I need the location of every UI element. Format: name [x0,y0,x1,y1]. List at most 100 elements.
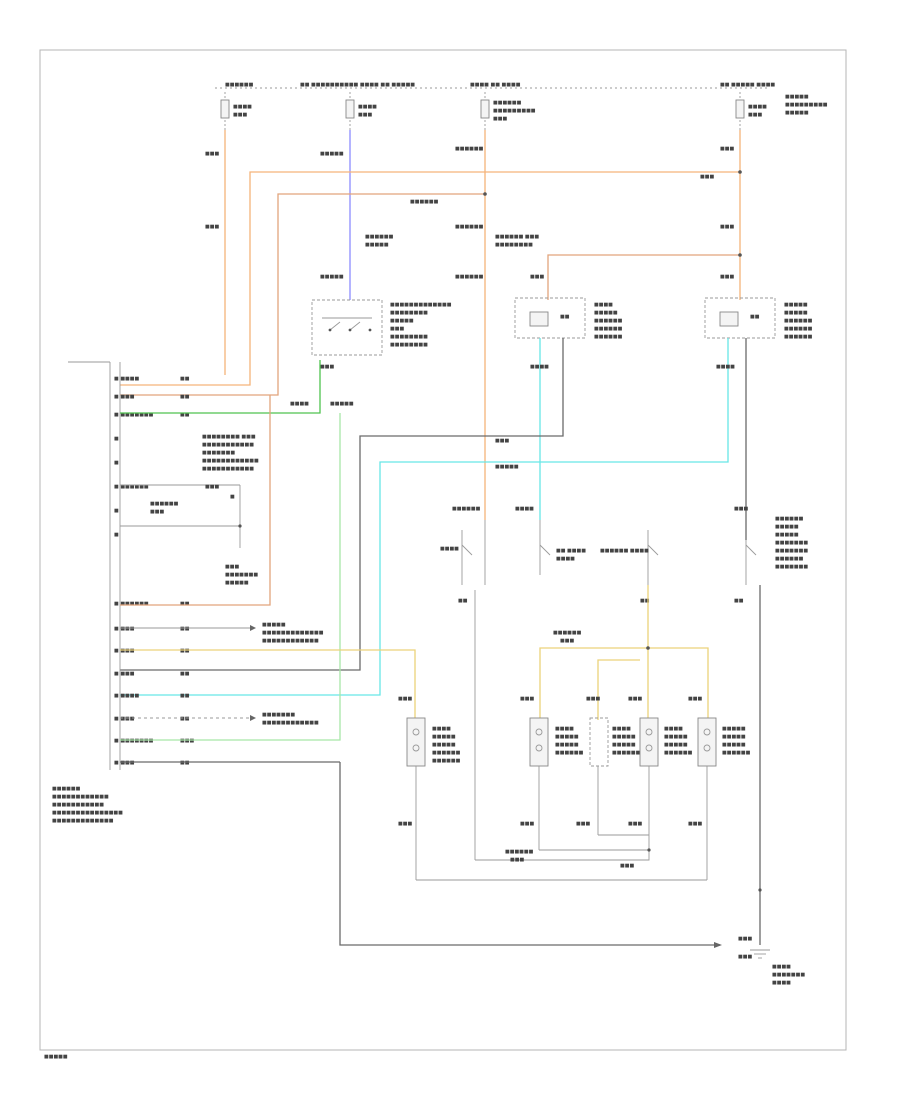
svg-text:■■ ■■■■■■■■■■ ■■■■ ■■ ■■■■■: ■■ ■■■■■■■■■■ ■■■■ ■■ ■■■■■ [300,82,415,88]
svg-text:■■■: ■■■ [576,821,590,827]
svg-text:■■■■■■■: ■■■■■■■ [202,450,235,456]
svg-text:■■■■■■■■ ■■■: ■■■■■■■■ ■■■ [202,434,256,440]
svg-text:■■■■■■: ■■■■■■ [664,750,693,756]
svg-text:■■■: ■■■ [530,274,544,280]
svg-text:■■■■: ■■■■ [555,726,574,732]
connector-arrow-icon: ■■■■■■■■■■■■■■■■■■■ [120,712,319,726]
svg-text:■■■■■■■■■■■■■■■: ■■■■■■■■■■■■■■■ [52,810,123,816]
svg-text:■■■■■: ■■■■■ [555,742,579,748]
wire-cyan-right-switch [120,338,729,696]
lamp-icon: ■■■■■■■■■■■■■■■■■■■■ ■■■■■■ [520,696,584,850]
svg-text:■■■■■■: ■■■■■■ [225,82,254,88]
svg-text:■■■■■■■■■■■■: ■■■■■■■■■■■■ [262,720,319,726]
svg-text:■■■■■■■■: ■■■■■■■■ [390,342,428,348]
svg-text:■■■: ■■■ [720,146,734,152]
svg-text:■: ■ [230,494,235,500]
svg-text:■ ■■■: ■ ■■■ [114,716,135,722]
svg-text:■■: ■■ [640,598,650,604]
wire-yellow-mid [597,659,640,720]
svg-text:■■■: ■■■ [390,326,404,332]
svg-text:■■■■: ■■■■ [432,726,451,732]
svg-text:■■■■: ■■■■ [748,104,767,110]
svg-text:■ ■■■■■■: ■ ■■■■■■ [114,484,149,490]
svg-text:■■■■■■■■■■■■: ■■■■■■■■■■■■ [202,458,259,464]
splice-icon: ■■■■■■■■■ ■■■ [505,848,651,869]
svg-text:■■■■■■■: ■■■■■■■ [772,972,805,978]
svg-text:■■■: ■■■ [628,696,642,702]
svg-text:■■■■■■ ■■■■: ■■■■■■ ■■■■ [600,548,649,554]
svg-text:■■■■■■■: ■■■■■■■ [775,564,808,570]
svg-text:■■■: ■■■ [493,116,507,122]
svg-text:■■■■■■■■■■■: ■■■■■■■■■■■ [202,442,254,448]
svg-text:■■■■■: ■■■■■ [664,742,688,748]
svg-text:■■■: ■■■ [688,821,702,827]
svg-text:■■■: ■■■ [520,821,534,827]
switch-icon: ■■ ■■■■■■■■■■■■■■■■■■■■■■■■■■■■ [704,297,813,340]
svg-text:■■■■■■: ■■■■■■ [432,758,461,764]
svg-text:■■■■■■■■: ■■■■■■■■ [390,334,428,340]
svg-text:■■■■■: ■■■■■ [262,622,286,628]
svg-text:■■■■: ■■■■ [772,980,791,986]
svg-text:■■■■■■■■■■■■: ■■■■■■■■■■■■ [262,638,319,644]
svg-text:■■■■■■: ■■■■■■ [775,516,804,522]
fuse-icon: ■■■■■■■■■■■■■■■■■■ [480,92,536,130]
svg-text:■■■■■■: ■■■■■■ [784,318,813,324]
svg-text:■■■■■■■■■■■■: ■■■■■■■■■■■■ [52,794,109,800]
wire-lamp-ground-b [475,849,650,861]
svg-text:■: ■ [114,532,119,538]
wire-labels-top: ■■■ ■■■■■ ■■■■■■ ■■■ ■■■ ■■■■■■ ■■■ ■■■■… [205,146,734,280]
svg-text:■■■■: ■■■■ [556,556,575,562]
svg-text:■■■■■■: ■■■■■■ [452,506,481,512]
svg-text:■■■■■■: ■■■■■■ [455,274,484,280]
svg-text:■■■■■■: ■■■■■■ [553,630,582,636]
svg-text:■■■: ■■■ [150,509,164,515]
svg-text:■■■: ■■■ [398,696,412,702]
svg-text:■■■■■: ■■■■■ [775,524,799,530]
svg-text:■: ■ [114,508,119,514]
wire-gray-ground-run [339,762,720,946]
svg-text:■■■■■■: ■■■■■■ [722,750,751,756]
svg-text:■■■■: ■■■■ [440,546,459,552]
svg-text:■■■■■■ ■■■: ■■■■■■ ■■■ [495,234,539,240]
svg-text:■■■: ■■■ [398,821,412,827]
svg-text:■: ■ [114,460,119,466]
svg-text:■■: ■■ [560,314,570,320]
svg-text:■■■■■: ■■■■■ [390,318,414,324]
svg-text:■■■■■■: ■■■■■■ [493,100,522,106]
svg-text:■■■: ■■■ [205,151,219,157]
wire-labels-mid: ■■■■ ■■■■ ■■■ ■■■■■ ■■■ ■■■■ ■■■■■ [290,364,735,470]
svg-text:■■: ■■ [180,394,190,400]
svg-text:■■■■■■: ■■■■■■ [150,501,179,507]
svg-text:■■■■: ■■■■ [594,302,613,308]
module-block: ■■■■■■■■ ■■■ ■■■■■■■■■■■ ■■■■■■■ ■■■■■■■… [120,434,259,586]
svg-text:■■■: ■■■ [738,954,752,960]
svg-text:■■ ■■■■: ■■ ■■■■ [556,548,586,554]
splice-icon: ■■■■■■■■■ [553,630,650,650]
svg-text:■ ■■■■■■: ■ ■■■■■■ [114,601,149,607]
svg-text:■■■■■■: ■■■■■■ [52,786,81,792]
svg-text:■■■: ■■■ [495,438,509,444]
svg-text:■■■■■: ■■■■■ [555,734,579,740]
fuse-icon: ■■■■■■■ ■■■■■■■■■■■■■■■■■■■ [735,92,828,130]
lamp-icon: ■■■■■■■■■■■■■■■■■■■■■■■■■■ ■■■■■■ [398,696,461,880]
switch-icon: ■■■■■■ ■■■■ ■■ [600,530,659,604]
svg-text:■■■■■: ■■■■■ [320,274,344,280]
svg-text:■■■■■: ■■■■■ [612,742,636,748]
svg-text:■■■: ■■■ [620,863,634,869]
switch-icon: ■■■■ ■■ ■■■■■■■■ [515,506,586,575]
svg-text:■■■■■■■■: ■■■■■■■■ [495,242,533,248]
svg-text:■ ■■■■■■■: ■ ■■■■■■■ [114,412,154,418]
fuse-icon: ■■■■■■■ [220,92,252,130]
svg-text:■■ ■■■■■ ■■■■: ■■ ■■■■■ ■■■■ [720,82,775,88]
svg-text:■■■■■■■■■: ■■■■■■■■■ [785,102,828,108]
svg-text:■■■■: ■■■■ [664,726,683,732]
svg-text:■■■■■■: ■■■■■■ [594,318,623,324]
svg-text:■■■■■■: ■■■■■■ [410,199,439,205]
svg-text:■■■: ■■■ [205,224,219,230]
svg-text:■■■■■■■■■■■■■: ■■■■■■■■■■■■■ [390,302,452,308]
svg-text:■■■: ■■■ [586,696,600,702]
svg-text:■ ■■■: ■ ■■■ [114,626,135,632]
svg-text:■■■■■■: ■■■■■■ [455,224,484,230]
svg-text:■■■■■: ■■■■■ [225,580,249,586]
svg-text:■■■■■: ■■■■■ [330,401,354,407]
